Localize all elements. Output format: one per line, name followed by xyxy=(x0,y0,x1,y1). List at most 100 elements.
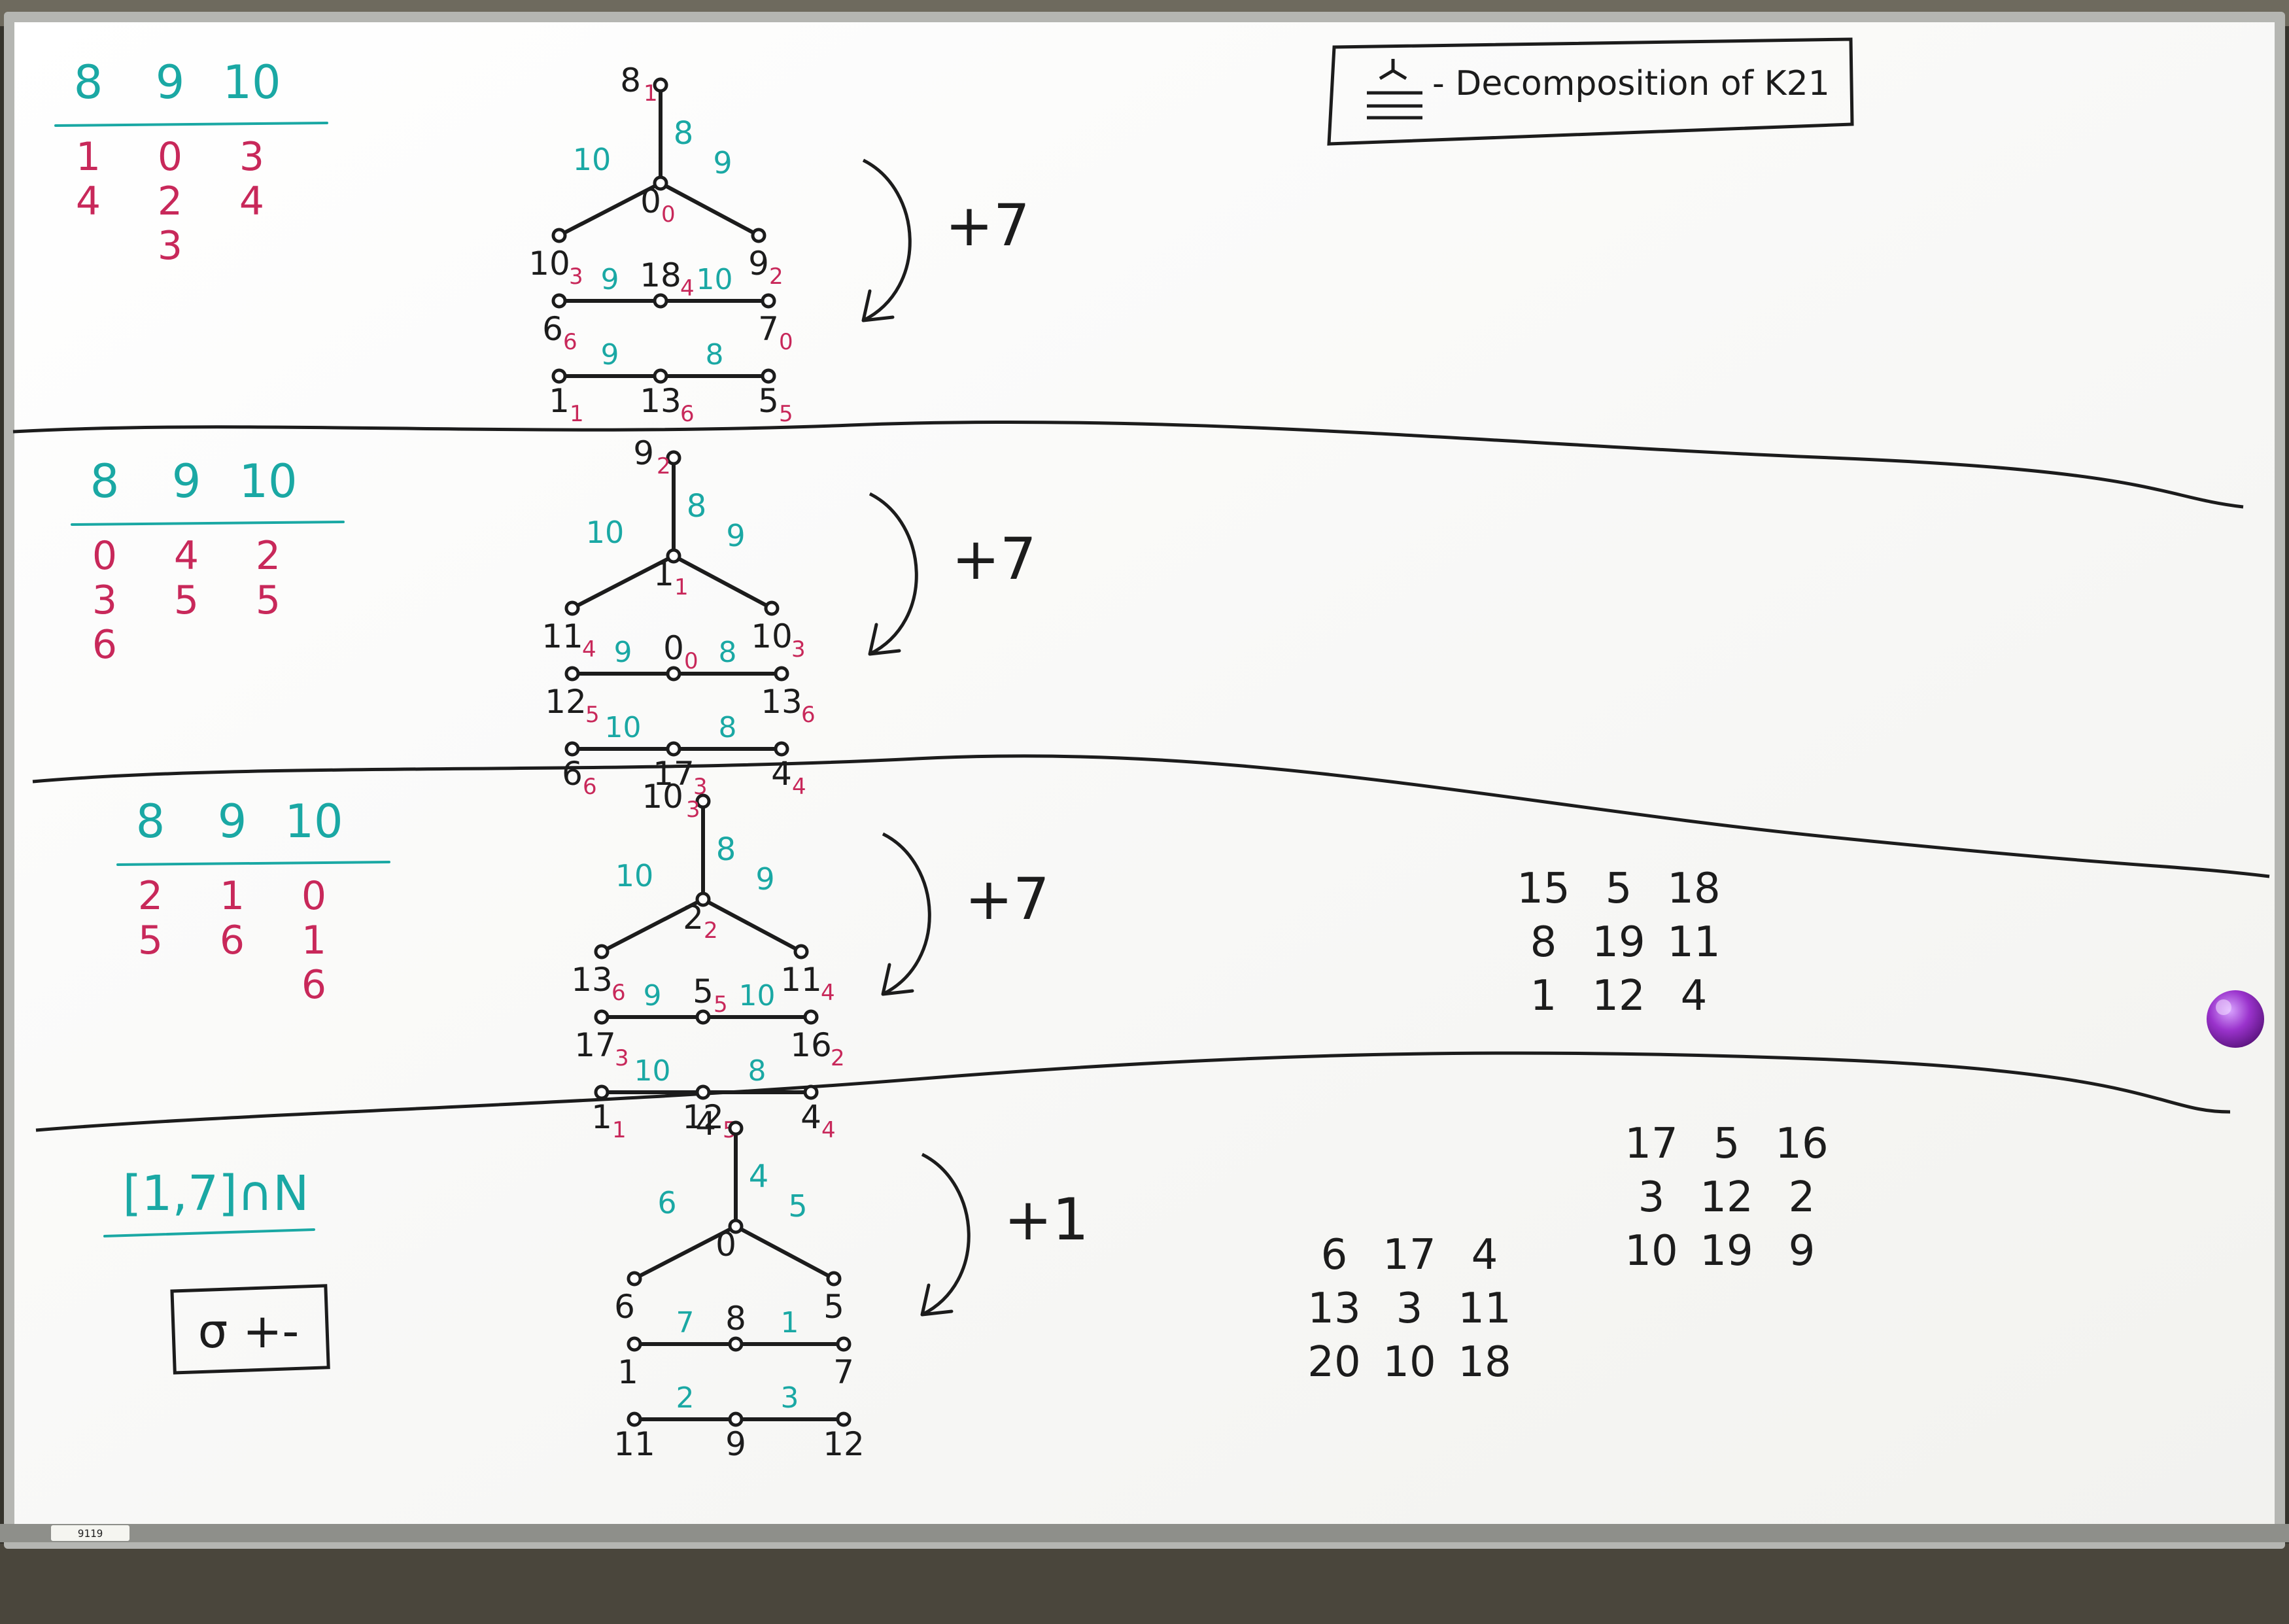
table-underline xyxy=(71,521,345,526)
row1-node-label: 1 xyxy=(617,1353,638,1391)
tree-left-leaf-label-label: 13 xyxy=(571,961,613,999)
purple-magnet xyxy=(2207,990,2264,1048)
shift-label: +7 xyxy=(945,192,1030,259)
tree-node-right-leaf xyxy=(793,944,809,959)
arrow-curve xyxy=(882,832,931,996)
table-cell: 1 xyxy=(301,918,326,963)
tree-left-leaf-label: 136 xyxy=(571,961,625,1006)
row1-node-label-sub: 3 xyxy=(615,1045,629,1071)
tree-node-right-leaf xyxy=(826,1271,842,1287)
row1-node xyxy=(666,666,681,682)
row2-node xyxy=(695,1084,711,1100)
table-header: 9 xyxy=(156,56,185,109)
row2-node xyxy=(836,1411,852,1427)
row2-edge-label: 10 xyxy=(605,711,642,744)
row1-node-label-sub: 0 xyxy=(779,329,793,355)
row1-node-label-label: 13 xyxy=(761,683,802,721)
row2-node-label-label: 13 xyxy=(640,382,681,420)
rotation-arrow: +7 xyxy=(868,492,1037,656)
row1-node xyxy=(774,666,789,682)
tree-node-left-leaf xyxy=(564,600,580,616)
row1-node-label-label: 18 xyxy=(640,256,681,294)
row2-node xyxy=(564,741,580,757)
tree-root-label-label: 1 xyxy=(653,555,674,593)
edge-label-top: 8 xyxy=(716,831,736,868)
tree-right-leaf-label-label: 11 xyxy=(780,961,822,999)
table-cell: 0 xyxy=(92,533,117,579)
tree-root-label-label: 2 xyxy=(683,899,704,937)
tree-edge-right xyxy=(659,181,761,237)
spanning-tree: 103221361148109173551629101112544108 xyxy=(571,778,844,1143)
row1-node-label-label: 1 xyxy=(617,1353,638,1391)
arrow-head-icon xyxy=(920,1283,954,1317)
grid-cell: 19 xyxy=(1700,1227,1753,1275)
row1-node-label: 125 xyxy=(545,683,599,728)
edge-label-right: 9 xyxy=(755,861,774,897)
tree-top-label-label: 10 xyxy=(642,778,683,816)
table-underline xyxy=(54,122,328,127)
tree-top-label-sub: 1 xyxy=(644,80,658,107)
divider-line-1 xyxy=(12,420,2244,509)
tree-top-label: 4 xyxy=(695,1105,716,1143)
tree-edge-right xyxy=(672,554,774,610)
interval-underline xyxy=(103,1228,315,1237)
row1-node-label-sub: 4 xyxy=(680,275,695,302)
row2-node-label: 136 xyxy=(640,382,694,427)
row1-node xyxy=(627,1336,642,1352)
tree-left-leaf-label-label: 6 xyxy=(614,1288,635,1326)
row1-node xyxy=(836,1336,852,1352)
grid-cell: 9 xyxy=(1789,1227,1816,1275)
table-cell: 5 xyxy=(174,578,199,623)
tree-edge-left xyxy=(557,181,663,237)
table-cell: 4 xyxy=(239,179,264,224)
row2-node-label-label: 12 xyxy=(682,1098,724,1136)
rotation-arrow: +1 xyxy=(920,1152,1089,1317)
shift-label: +7 xyxy=(965,865,1050,933)
tree-root-label-label: 0 xyxy=(640,182,661,220)
table-cell: 2 xyxy=(158,179,182,224)
legend-box: - Decomposition of K21 xyxy=(1327,37,1854,146)
grid-cell: 18 xyxy=(1458,1338,1511,1387)
table-cell: 3 xyxy=(158,223,182,269)
row1-node-label: 7 xyxy=(833,1353,854,1391)
row2-node-label-label: 12 xyxy=(823,1425,865,1463)
grid-cell: 3 xyxy=(1638,1173,1665,1222)
edge-label-left: 6 xyxy=(657,1185,676,1220)
row1-node-label-label: 6 xyxy=(542,310,563,348)
row1-node-label: 173 xyxy=(574,1026,628,1071)
tree-left-leaf-label: 6 xyxy=(614,1288,635,1326)
shift-label: +7 xyxy=(952,525,1037,593)
tree-left-leaf-label-sub: 3 xyxy=(569,264,583,290)
row1-node-label-label: 16 xyxy=(790,1026,832,1064)
grid-cell: 10 xyxy=(1383,1338,1436,1387)
grid-cell: 12 xyxy=(1700,1173,1753,1222)
row1-node xyxy=(653,293,668,309)
table-cell: 6 xyxy=(301,962,326,1008)
tree-left-leaf-label-sub: 4 xyxy=(582,636,596,663)
rotation-arrow: +7 xyxy=(861,158,1030,322)
grid-cell: 5 xyxy=(1713,1120,1740,1168)
legend-glyph-icon xyxy=(1367,59,1422,120)
tree-top-label-label: 4 xyxy=(695,1105,716,1143)
row2-node-label-sub: 4 xyxy=(821,1117,836,1143)
row2-node-label-label: 4 xyxy=(771,755,792,793)
row2-node xyxy=(803,1084,819,1100)
tree-right-leaf-label: 114 xyxy=(780,961,835,1006)
tree-left-leaf-label-sub: 6 xyxy=(611,980,626,1006)
table-header: 10 xyxy=(284,795,343,848)
row1-edge-label: 10 xyxy=(739,979,776,1012)
row2-node xyxy=(627,1411,642,1427)
